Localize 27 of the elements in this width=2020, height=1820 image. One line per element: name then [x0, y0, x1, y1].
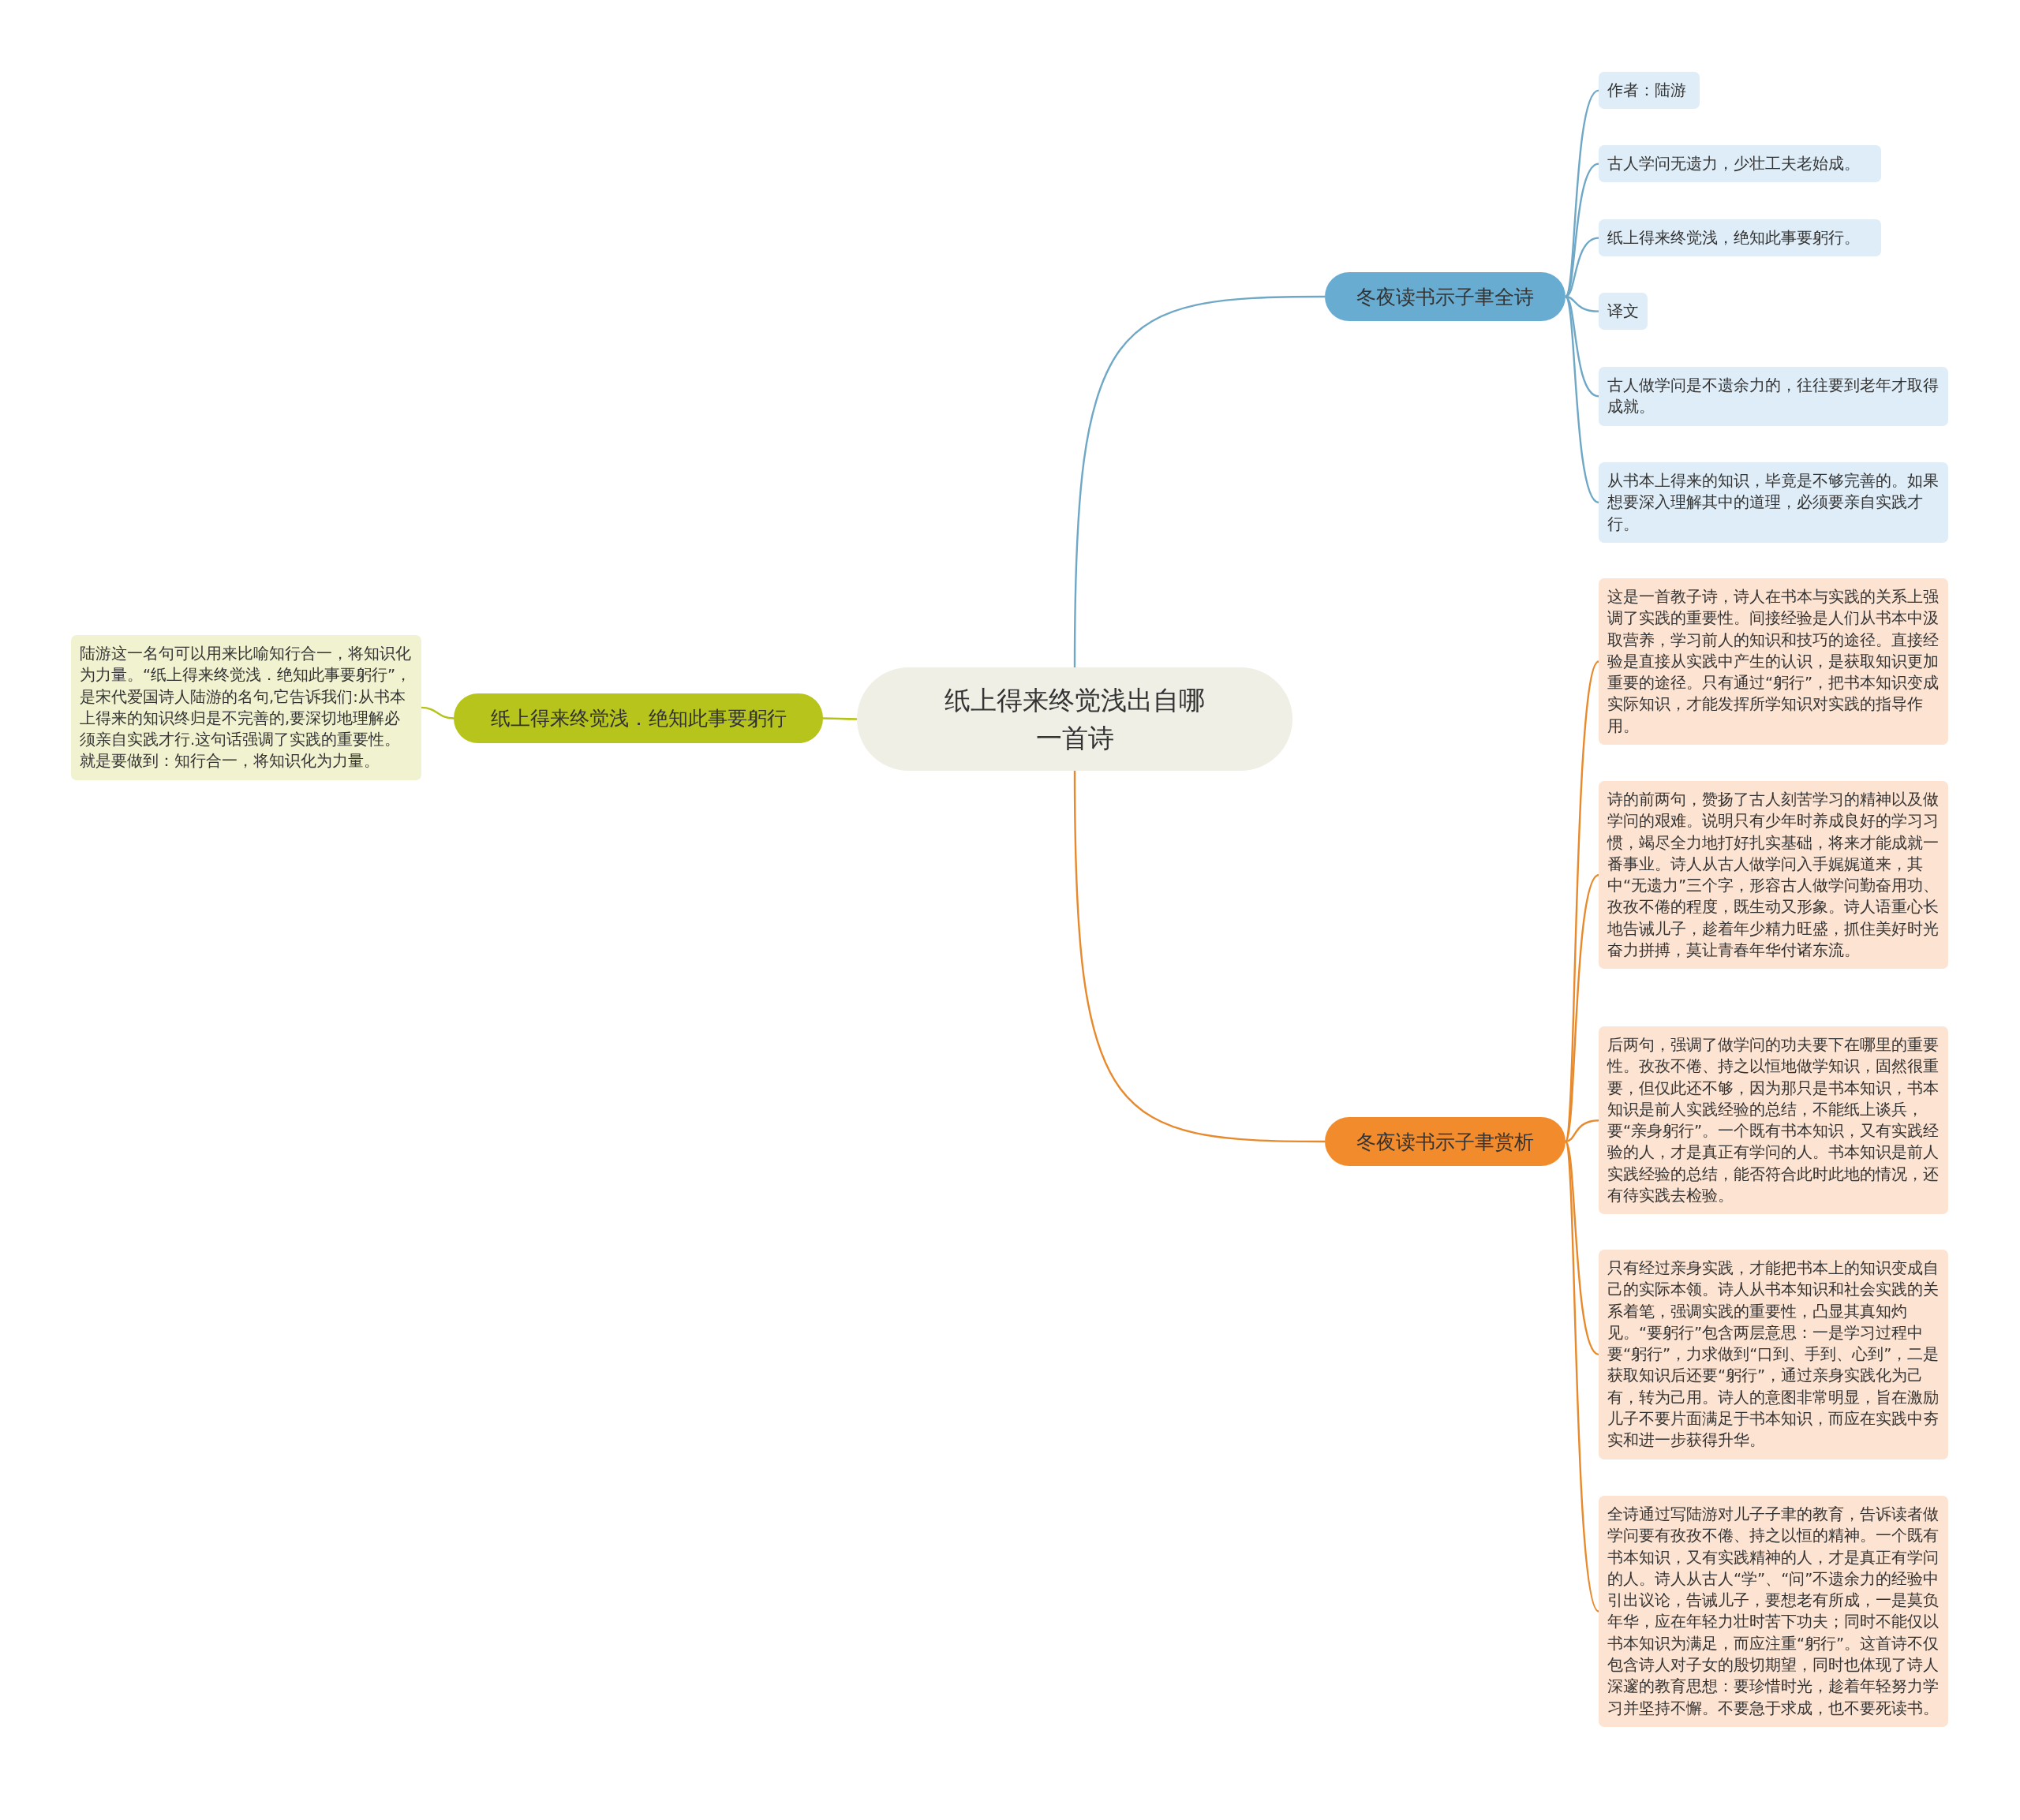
note-card: 古人学问无遗力，少壮工夫老始成。	[1599, 145, 1881, 183]
branch-pill: 冬夜读书示子聿全诗	[1325, 272, 1566, 321]
connector-line	[1073, 771, 1325, 1143]
note-card: 全诗通过写陆游对儿子子聿的教育，告诉读者做学问要有孜孜不倦、持之以恒的精神。一个既有书本知识，又有实践精神的人，才是真正有学问的人。诗人从古人“学”、“问”不遗余力的经验中引出议论，告诫儿子，要想老有所成，一是莫负年华，应在年轻力壮时苦下功夫；同时不能仅以书本知识为满足，而应注重“躬行”。这首诗不仅包含诗人对子女的殷切期望，同时也体现了诗人深邃的教育思想：要珍惜时光，趁着年轻努力学习并坚持不懈。不要急于求成，也不要死读书。	[1599, 1496, 1948, 1727]
note-card: 译文	[1599, 293, 1648, 331]
connector-line	[1565, 296, 1599, 398]
note-card: 从书本上得来的知识，毕竟是不够完善的。如果想要深入理解其中的道理，必须要亲自实践才行。	[1599, 462, 1948, 543]
note-card: 古人做学问是不遗余力的，往往要到老年才取得成就。	[1599, 367, 1948, 426]
branch-pill: 冬夜读书示子聿赏析	[1325, 1117, 1566, 1166]
note-card: 这是一首教子诗，诗人在书本与实践的关系上强调了实践的重要性。间接经验是人们从书本中汲取营养，学习前人的知识和技巧的途径。直接经验是直接从实践中产生的认识，是获取知识更加重要的途径。只有通过“躬行”，把书本知识变成实际知识，才能发挥所学知识对实践的指导作用。	[1599, 578, 1948, 746]
topic-bubble: 纸上得来终觉浅出自哪一首诗	[857, 667, 1292, 771]
connector-line	[1564, 1141, 1599, 1613]
connector-line	[1564, 874, 1599, 1142]
connector-line	[1565, 1119, 1599, 1143]
branch-pill: 纸上得来终觉浅．绝知此事要躬行	[454, 693, 823, 743]
connector-line	[421, 706, 454, 719]
connector-line	[1073, 295, 1325, 667]
note-card: 作者：陆游	[1599, 72, 1700, 110]
note-card: 诗的前两句，赞扬了古人刻苦学习的精神以及做学问的艰难。说明只有少年时养成良好的学习习惯，竭尽全力地打好扎实基础，将来才能成就一番事业。诗人从古人做学问入手娓娓道来，其中“无遗力”三个字，形容古人做学问勤奋用功、孜孜不倦的程度，既生动又形象。诗人语重心长地告诫儿子，趁着年少精力旺盛，抓住美好时光奋力拼搏，莫让青春年华付诸东流。	[1599, 781, 1948, 970]
connector-line	[1565, 163, 1599, 297]
note-card: 后两句，强调了做学问的功夫要下在哪里的重要性。孜孜不倦、持之以恒地做学知识，固然很重要，但仅此还不够，因为那只是书本知识，书本知识是前人实践经验的总结，不能纸上谈兵，要“亲身躬行”。一个既有书本知识，又有实践经验的人，才是真正有学问的人。书本知识是前人实践经验的总结，能否符合此时此地的情况，还有待实践去检验。	[1599, 1026, 1948, 1215]
connector-line	[823, 717, 857, 720]
connector-line	[1564, 296, 1599, 503]
note-card: 陆游这一名句可以用来比喻知行合一，将知识化为力量。“纸上得来终觉浅．绝知此事要躬行”，是宋代爱国诗人陆游的名句,它告诉我们:从书本上得来的知识终归是不完善的,要深切地理解必须亲自实践才行.这句话强调了实践的重要性。就是要做到：知行合一，将知识化为力量。	[71, 635, 421, 780]
note-card: 纸上得来终觉浅，绝知此事要躬行。	[1599, 219, 1881, 257]
connector-line	[1564, 89, 1599, 297]
note-card: 只有经过亲身实践，才能把书本上的知识变成自己的实际本领。诗人从书本知识和社会实践的关系着笔，强调实践的重要性，凸显其真知灼见。“要躬行”包含两层意思：一是学习过程中要“躬行”，力求做到“口到、手到、心到”，二是获取知识后还要“躬行”，通过亲身实践化为己有，转为己用。诗人的意图非常明显，旨在激励儿子不要片面满足于书本知识，而应在实践中夯实和进一步获得升华。	[1599, 1250, 1948, 1459]
